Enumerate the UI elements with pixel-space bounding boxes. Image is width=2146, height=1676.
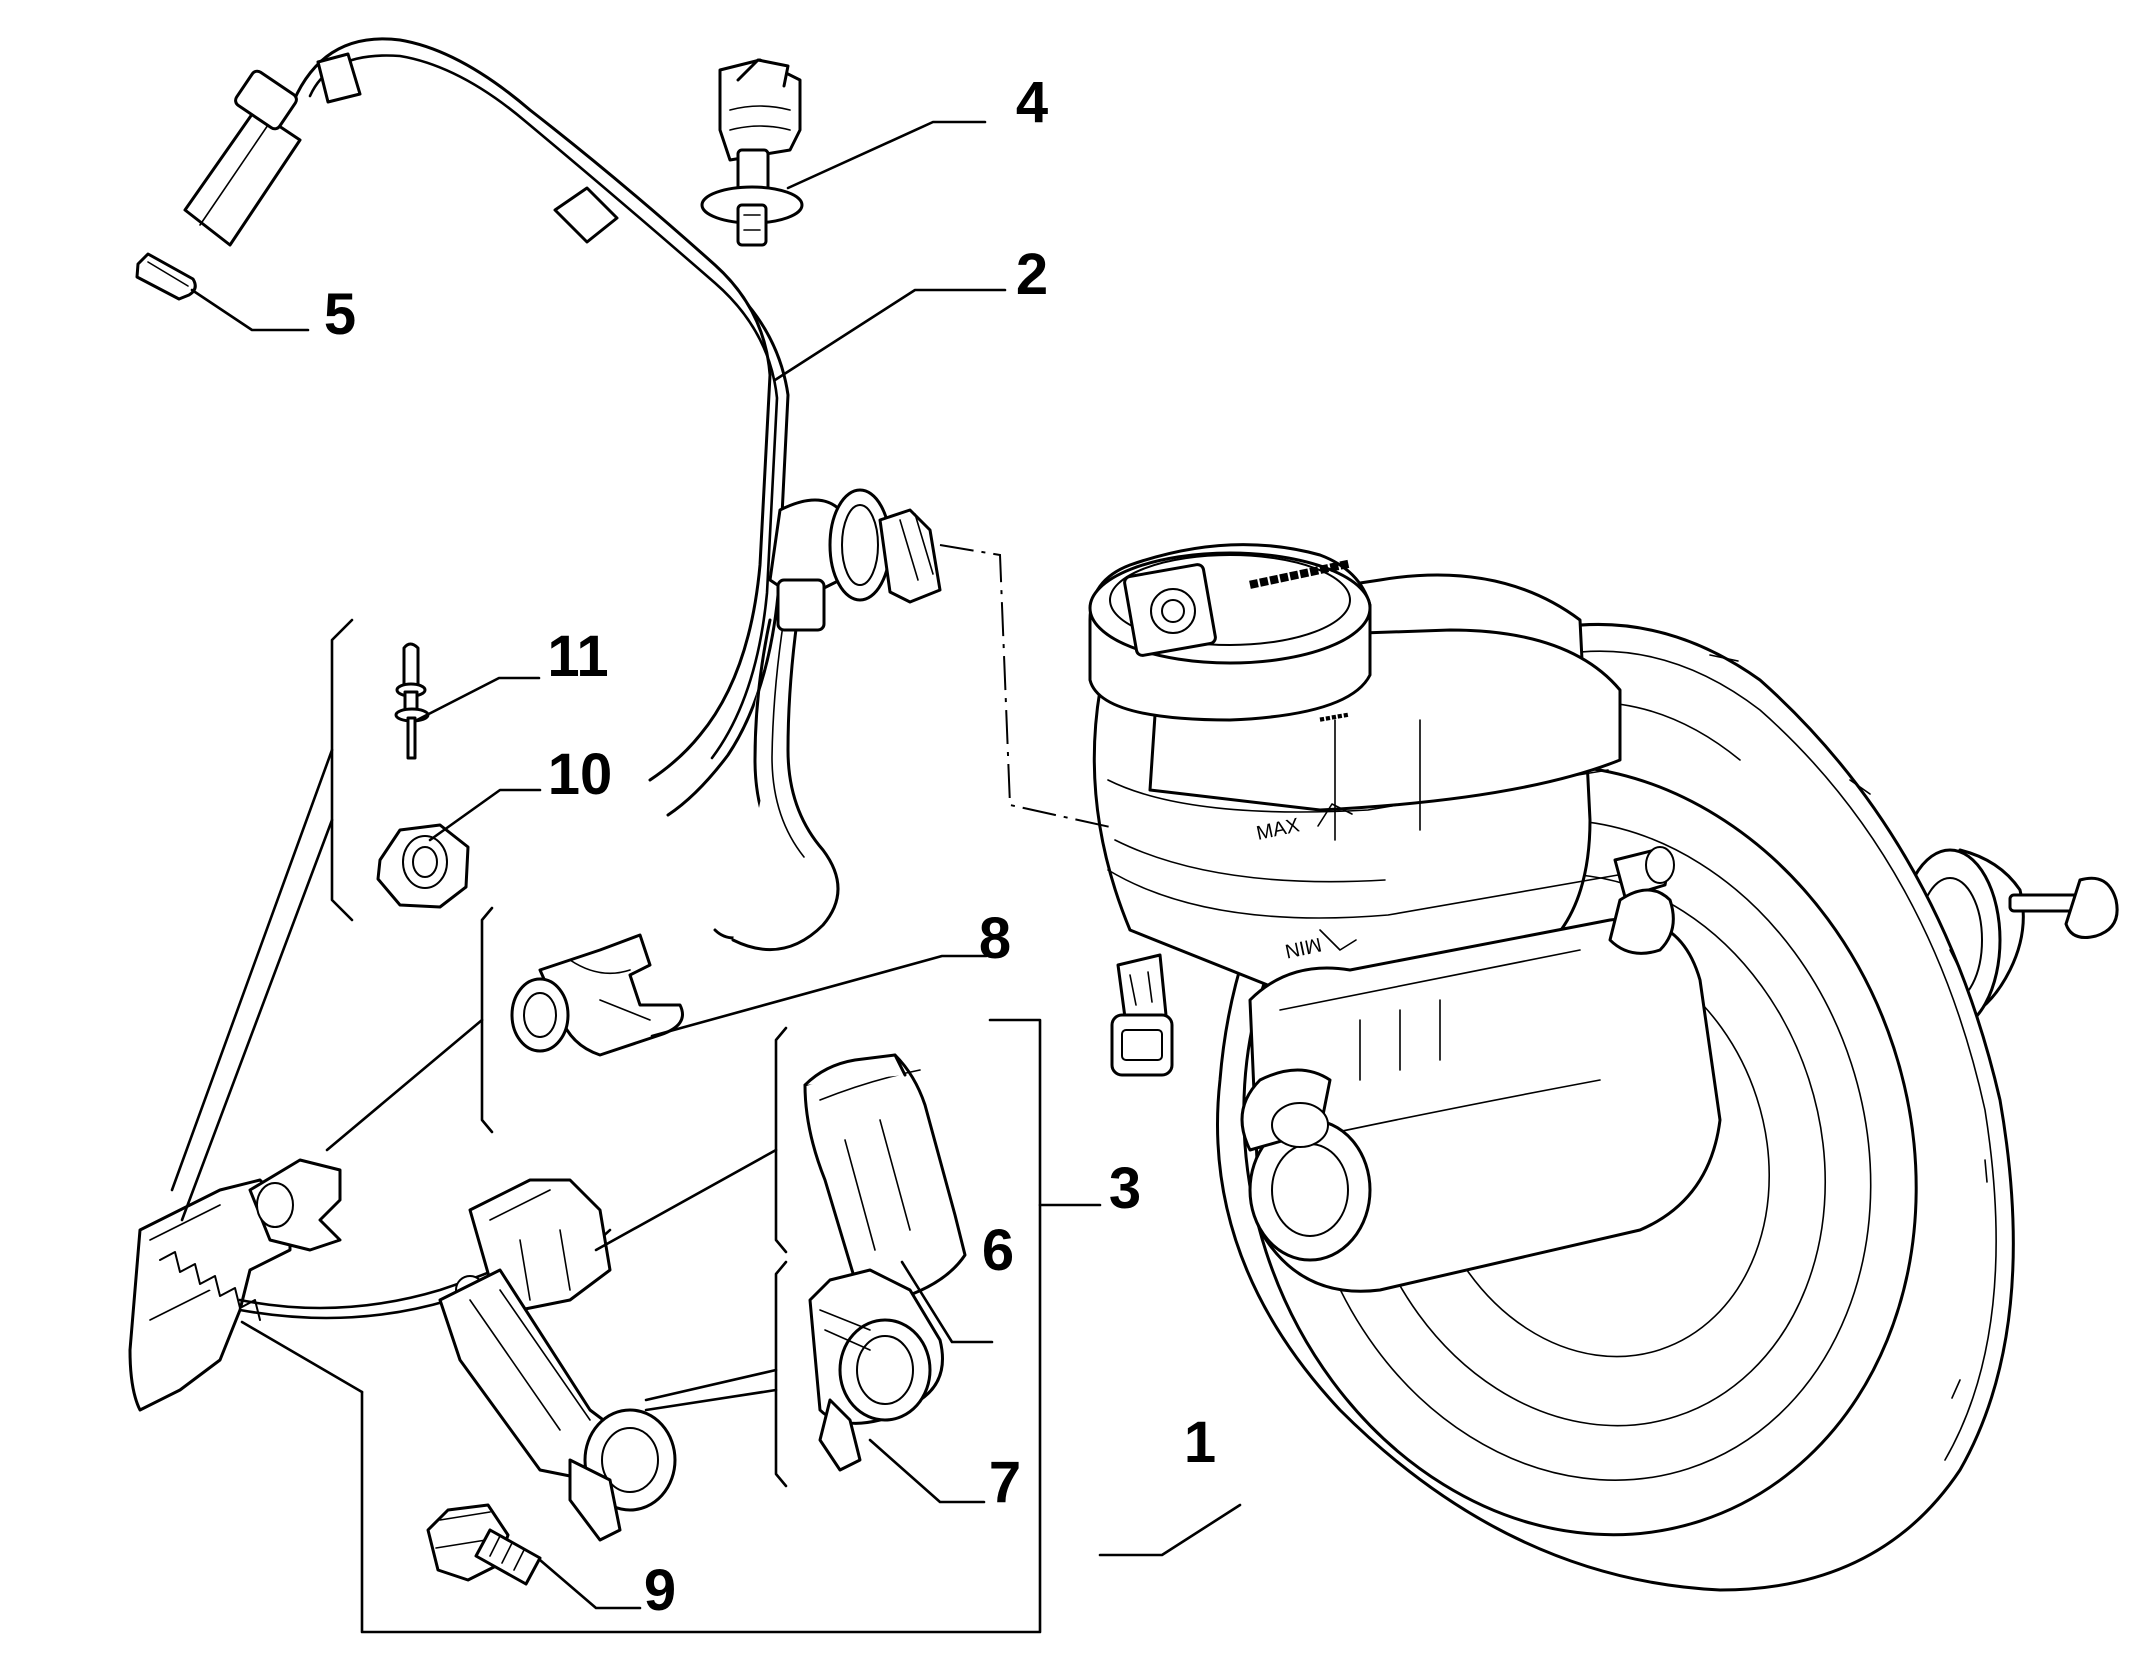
callout-2: 2 <box>1016 242 1048 307</box>
clip-part-8 <box>510 933 684 1057</box>
clip-part-5 <box>135 252 197 301</box>
callout-11: 11 <box>547 624 608 689</box>
svg-text:▪▪▪▪▪: ▪▪▪▪▪ <box>1317 705 1350 729</box>
callout-8: 8 <box>979 906 1011 971</box>
leader-lines <box>170 120 1242 1634</box>
sensor-bushing-part-7 <box>808 1268 944 1472</box>
callout-9: 9 <box>644 1558 676 1623</box>
callout-5: 5 <box>324 282 356 347</box>
boot-part-6 <box>803 1053 967 1304</box>
hose-routing-line <box>939 544 1111 828</box>
sensor-assembly-part-3 <box>128 1158 677 1542</box>
callout-6: 6 <box>982 1218 1014 1283</box>
callout-7: 7 <box>989 1450 1021 1515</box>
callout-4: 4 <box>1016 70 1048 135</box>
hose-connector-part-4 <box>700 58 804 247</box>
nut-part-10 <box>376 823 470 909</box>
master-cylinder-reservoir: ■■■■■■■■■■ ▪▪▪▪▪ MAX MIN <box>1088 543 1722 1293</box>
rivet-part-11 <box>394 642 430 760</box>
callout-3: 3 <box>1109 1156 1141 1221</box>
callout-10: 10 <box>548 742 613 807</box>
callout-1: 1 <box>1184 1410 1216 1475</box>
bolt-part-9 <box>426 1503 542 1586</box>
fluid-hose-part-2 <box>183 37 942 952</box>
